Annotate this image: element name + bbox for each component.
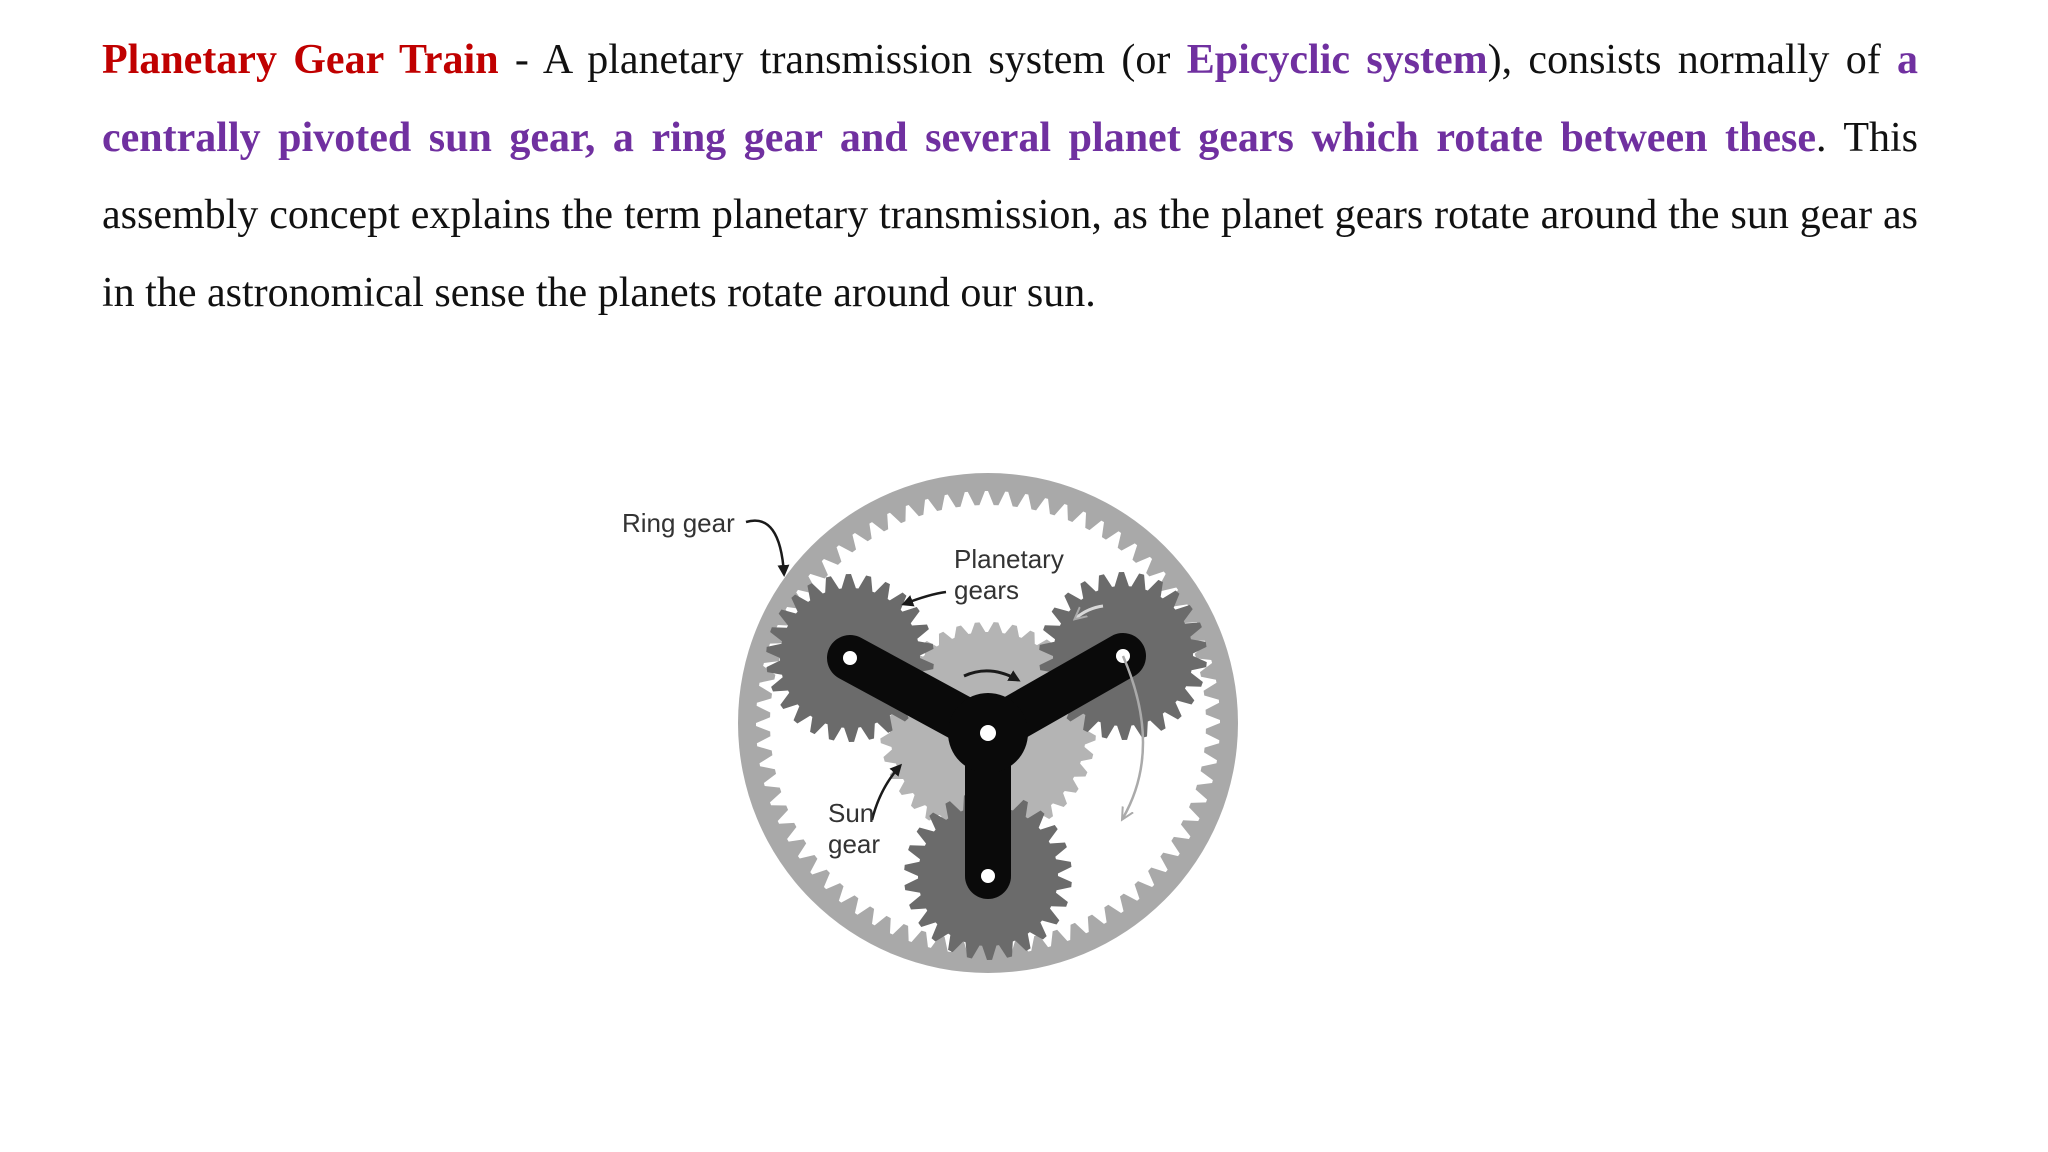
ring-gear-label: Ring gear [622, 508, 735, 538]
planetary-gears-label-line2: gears [954, 575, 1019, 605]
term-separator: - [498, 37, 543, 83]
planetary-gears-leader [901, 590, 947, 607]
planet-pin-left [843, 651, 857, 665]
gear-diagram-svg: Ring gear Planetary gears Sun gear [622, 473, 1238, 973]
planetary-gear-diagram: Ring gear Planetary gears Sun gear [618, 468, 1240, 974]
paragraph-text-1: A planetary transmission system (or [542, 37, 1187, 83]
definition-highlight: a centrally pivoted sun gear, a ring gea… [102, 37, 1919, 161]
description-paragraph: Planetary Gear Train - A planetary trans… [102, 22, 1918, 332]
ring-gear-leader [745, 519, 790, 577]
sun-gear-leader [870, 763, 903, 821]
term-epicyclic-system: Epicyclic system [1186, 37, 1488, 83]
sun-rotation-arrow [963, 669, 1021, 682]
planetary-gears-label-line1: Planetary [954, 544, 1064, 574]
planet-carrier [827, 633, 1146, 899]
planet-rotation-arrow [1076, 604, 1104, 618]
term-planetary-gear-train: Planetary Gear Train [102, 37, 499, 83]
carrier-pivot [980, 725, 996, 741]
planet-pin-bottom [981, 869, 995, 883]
sun-gear-label-line2: gear [828, 829, 880, 859]
sun-gear-label-line1: Sun [828, 798, 874, 828]
paragraph-text-3: . This assembly concept explains the ter… [102, 114, 1918, 316]
paragraph-text-2: ), consists normally of [1487, 37, 1898, 83]
carrier-rotation-arrow [1123, 655, 1145, 818]
